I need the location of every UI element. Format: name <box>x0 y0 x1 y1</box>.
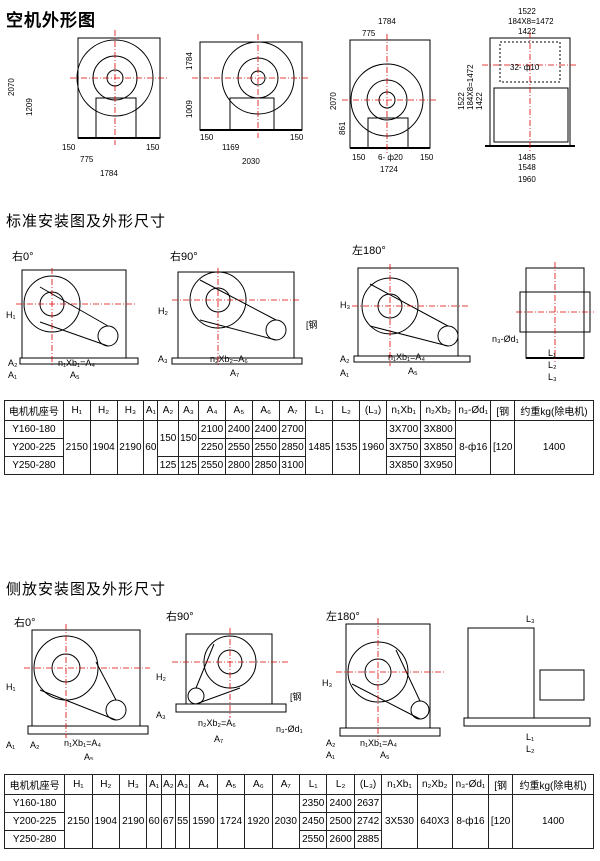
svg-text:1522: 1522 <box>457 92 466 110</box>
svg-text:6- ф20: 6- ф20 <box>378 153 403 162</box>
svg-text:1422: 1422 <box>518 27 536 36</box>
svg-text:右0°: 右0° <box>12 249 34 263</box>
svg-text:775: 775 <box>80 155 94 164</box>
svg-text:1548: 1548 <box>518 163 536 172</box>
svg-text:150: 150 <box>290 133 304 142</box>
svg-text:A₂: A₂ <box>8 358 18 368</box>
svg-text:775: 775 <box>362 29 376 38</box>
svg-text:184X8=1472: 184X8=1472 <box>466 64 475 110</box>
svg-text:A₅: A₅ <box>70 370 80 380</box>
svg-text:150: 150 <box>420 153 434 162</box>
svg-text:2070: 2070 <box>7 78 16 96</box>
svg-text:n₃-Ød₁: n₃-Ød₁ <box>492 334 519 344</box>
svg-text:L₂: L₂ <box>548 360 557 370</box>
svg-text:861: 861 <box>338 121 347 135</box>
svg-text:150: 150 <box>62 143 76 152</box>
svg-text:2070: 2070 <box>329 92 338 110</box>
svg-text:n₂Xb₂=A₆: n₂Xb₂=A₆ <box>198 718 236 728</box>
svg-text:L₁: L₁ <box>548 348 556 358</box>
svg-text:1485: 1485 <box>518 153 536 162</box>
svg-text:L₃: L₃ <box>526 614 535 624</box>
svg-text:A₁: A₁ <box>6 740 15 750</box>
svg-text:150: 150 <box>352 153 366 162</box>
svg-text:[钢: [钢 <box>306 319 318 330</box>
svg-text:32- ф10: 32- ф10 <box>510 63 540 72</box>
svg-text:A₇: A₇ <box>214 734 223 744</box>
svg-text:1784: 1784 <box>185 52 194 70</box>
svg-text:150: 150 <box>200 133 214 142</box>
svg-text:1724: 1724 <box>380 165 398 174</box>
svg-text:[钢: [钢 <box>290 691 302 702</box>
svg-text:2030: 2030 <box>242 157 260 166</box>
svg-text:1960: 1960 <box>518 175 536 184</box>
svg-text:L₂: L₂ <box>526 744 535 754</box>
svg-text:A₅: A₅ <box>84 752 94 760</box>
svg-text:1784: 1784 <box>100 169 118 178</box>
svg-text:1209: 1209 <box>25 98 34 116</box>
svg-text:n₁Xb₁=A₄: n₁Xb₁=A₄ <box>360 738 397 748</box>
svg-text:H₂: H₂ <box>156 672 166 682</box>
side-section-title: 侧放安装图及外形尺寸 <box>6 581 167 598</box>
svg-text:H₁: H₁ <box>6 310 16 320</box>
svg-text:左180°: 左180° <box>352 244 386 257</box>
svg-text:A₅: A₅ <box>408 366 418 376</box>
svg-text:1422: 1422 <box>475 92 484 110</box>
standard-drawings: 右0° 右90° 左180° H₁ H₂ H₃ A₂ A₁ n₁Xb₁=A₄ A… <box>6 244 594 382</box>
svg-text:1522: 1522 <box>518 7 536 16</box>
svg-text:n₁Xb₁=A₄: n₁Xb₁=A₄ <box>388 352 425 362</box>
svg-text:n₃-Ød₁: n₃-Ød₁ <box>276 724 303 734</box>
svg-text:A₃: A₃ <box>158 354 168 364</box>
standard-section-title: 标准安装图及外形尺寸 <box>6 213 167 230</box>
svg-text:右0°: 右0° <box>14 615 36 629</box>
svg-text:n₁Xb₁=A₄: n₁Xb₁=A₄ <box>64 738 101 748</box>
top-drawings: 1784 2070 1209 150 150 775 1784 1009 150… <box>7 7 578 184</box>
svg-text:n₂Xb₂=A₆: n₂Xb₂=A₆ <box>210 354 248 364</box>
svg-text:A₁: A₁ <box>340 368 349 378</box>
svg-text:A₂: A₂ <box>340 354 350 364</box>
svg-text:A₃: A₃ <box>156 710 166 720</box>
svg-text:L₃: L₃ <box>548 372 557 382</box>
svg-text:A₁: A₁ <box>326 750 335 760</box>
svg-text:A₂: A₂ <box>326 738 336 748</box>
svg-text:A₇: A₇ <box>230 368 239 378</box>
side-drawings: 右0° 右90° 左180° H₁ H₂ H₃ A₁ A₂ n₁Xb₁=A₄ A… <box>6 609 591 760</box>
svg-text:1169: 1169 <box>222 143 240 152</box>
svg-text:右90°: 右90° <box>170 249 198 263</box>
svg-text:150: 150 <box>146 143 160 152</box>
svg-text:A₁: A₁ <box>8 370 17 380</box>
svg-text:右90°: 右90° <box>166 609 194 623</box>
svg-text:L₁: L₁ <box>526 732 534 742</box>
svg-text:H₁: H₁ <box>6 682 16 692</box>
svg-text:A₂: A₂ <box>30 740 40 750</box>
svg-text:左180°: 左180° <box>326 610 360 623</box>
svg-text:H₃: H₃ <box>340 300 350 310</box>
svg-text:H₂: H₂ <box>158 306 168 316</box>
svg-text:1784: 1784 <box>378 17 396 26</box>
svg-text:1009: 1009 <box>185 100 194 118</box>
svg-text:H₃: H₃ <box>322 678 332 688</box>
svg-text:A₅: A₅ <box>380 750 390 760</box>
svg-text:n₁Xb₁=A₄: n₁Xb₁=A₄ <box>58 358 95 368</box>
svg-text:184X8=1472: 184X8=1472 <box>508 17 554 26</box>
top-section-title: 空机外形图 <box>6 11 96 30</box>
